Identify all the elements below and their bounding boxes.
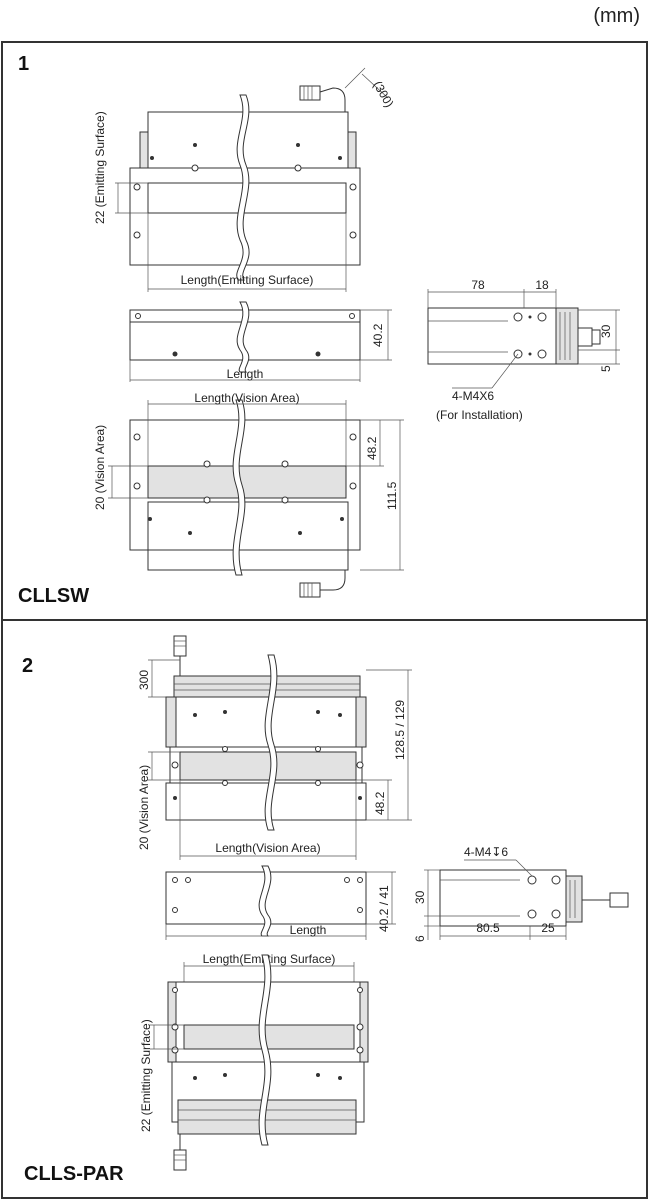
s2-vision-offset-label: 48.2 bbox=[373, 791, 387, 815]
s1-total-height-label: 111.5 bbox=[385, 481, 399, 510]
s2-cable-label: 300 bbox=[137, 670, 151, 690]
s2-end-width-a-label: 80.5 bbox=[476, 921, 500, 935]
section-1-model: CLLSW bbox=[18, 585, 89, 607]
s2-end-width-b-label: 25 bbox=[541, 921, 555, 935]
s1-length-label: Length bbox=[227, 367, 264, 381]
s2-bottom-view: Length(Emitting Surface) 22 (Emitting Su… bbox=[139, 952, 369, 1171]
s2-side-height-label: 40.2 / 41 bbox=[377, 885, 391, 932]
s1-screw-label: 4-M4X6 bbox=[452, 389, 494, 403]
s2-end-view: 4-M4↧6 30 6 80.5 25 bbox=[413, 845, 629, 942]
s1-length-vision-label: Length(Vision Area) bbox=[194, 391, 299, 405]
s2-end-offset-label: 6 bbox=[413, 935, 427, 942]
s2-end-height-label: 30 bbox=[413, 890, 427, 904]
s1-top-view: (300) 22 (Emitting Surface) Length(Emitt… bbox=[93, 67, 397, 292]
s2-length-vision-label: Length(Vision Area) bbox=[215, 841, 320, 855]
s1-cable-label: (300) bbox=[370, 79, 396, 110]
s1-end-offset-label: 5 bbox=[599, 365, 613, 372]
s1-vision-view: Length(Vision Area) 20 (Vision Area) 48.… bbox=[93, 391, 404, 598]
s1-end-width-b-label: 18 bbox=[535, 278, 549, 292]
s1-end-height-label: 30 bbox=[599, 324, 613, 338]
s1-vision-height-label: 20 (Vision Area) bbox=[93, 425, 107, 510]
s2-emitting-height-label: 22 (Emitting Surface) bbox=[139, 1019, 153, 1132]
s1-end-width-a-label: 78 bbox=[471, 278, 485, 292]
s1-screw-note: (For Installation) bbox=[436, 408, 523, 422]
s1-length-emitting-label: Length(Emitting Surface) bbox=[181, 273, 314, 287]
s1-end-view: 78 18 30 5 4-M4X6 (For Installation) bbox=[427, 278, 620, 422]
s2-total-height-label: 128.5 / 129 bbox=[393, 700, 407, 760]
s1-vision-offset-label: 48.2 bbox=[365, 436, 379, 460]
s2-side-view: 40.2 / 41 Length bbox=[165, 865, 396, 940]
s1-side-height-label: 40.2 bbox=[371, 323, 385, 347]
s2-length-label: Length bbox=[290, 923, 327, 937]
s1-emitting-height-label: 22 (Emitting Surface) bbox=[93, 111, 107, 224]
section-2-frame bbox=[1, 619, 648, 1199]
s2-screw-label: 4-M4↧6 bbox=[464, 845, 508, 859]
unit-label: (mm) bbox=[593, 5, 640, 27]
s1-side-view: 40.2 Length bbox=[129, 301, 392, 382]
section-1-number: 1 bbox=[18, 53, 29, 75]
section-2-number: 2 bbox=[22, 655, 33, 677]
s2-vision-height-label: 20 (Vision Area) bbox=[137, 765, 151, 850]
section-2-model: CLLS-PAR bbox=[24, 1163, 124, 1185]
s2-top-view: 300 20 (Vision Area) 48.2 128.5 / 129 Le… bbox=[137, 635, 412, 860]
